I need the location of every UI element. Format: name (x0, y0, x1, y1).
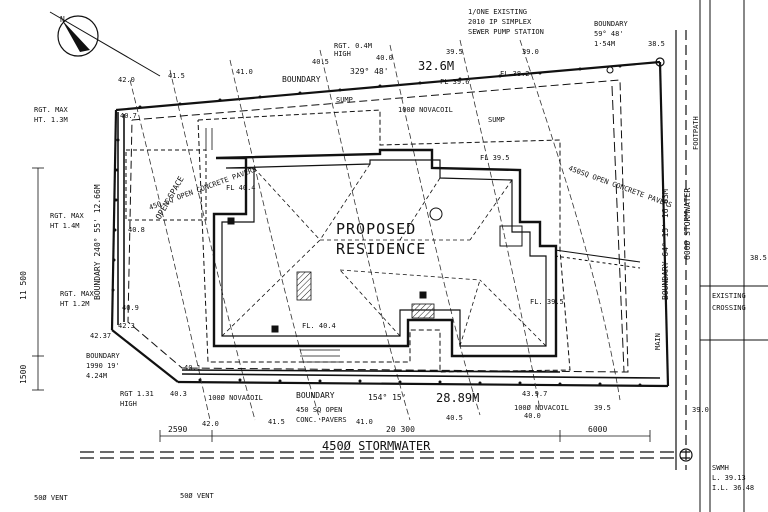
title: PROPOSED RESIDENCE (336, 220, 426, 258)
rl-415: 41.5 (168, 72, 185, 80)
rl-385: 38.5 (648, 40, 665, 48)
contour-lines (129, 39, 621, 421)
rgt-top-label-2: HIGH (334, 50, 351, 58)
boundary-sw-2: 1990 19' (86, 362, 120, 370)
vent-left: 50Ø VENT (34, 494, 69, 502)
rl-405: 40.5 (312, 58, 329, 66)
swmh-3: I.L. 36.48 (712, 484, 754, 492)
rgt-max-3a: RGT. MAX (60, 290, 95, 298)
rl-400b: 40.0 (524, 412, 541, 420)
rgt-max-1a: RGT. MAX (34, 106, 69, 114)
footpath: FOOTPATH (692, 116, 700, 150)
title-line-2: RESIDENCE (336, 240, 426, 258)
rgt-max-2b: HT 1.4M (50, 222, 80, 230)
rl-401: 40.1 (184, 364, 201, 372)
novacoil-bottom-right: 100Ø NOVACOIL (514, 404, 569, 412)
boundary-sw-3: 4.24M (86, 372, 107, 380)
driveway (125, 85, 641, 373)
novacoil-bottom-left: 100Ø NOVACOIL (208, 394, 263, 402)
rl-390b: 39.0 (692, 406, 709, 414)
stormwater-bottom: 450Ø STORMWATER (322, 439, 431, 453)
pump-station-label-3: SEWER PUMP STATION (468, 28, 544, 36)
fl-395: FL 39.5 (480, 154, 510, 162)
existing-crossing-1: EXISTING (712, 292, 746, 300)
rl-397: 43.9.7 (522, 390, 547, 398)
fl-395b: FL. 39.5 (530, 298, 564, 306)
fl-382: FL 38.2 (500, 70, 530, 78)
dim-11500: 11 500 (19, 271, 28, 300)
pavers-bottom-1: 450 SQ OPEN (296, 406, 342, 414)
dim-1500: 1500 (19, 365, 28, 384)
rgt-max-3b: HT 1.2M (60, 300, 90, 308)
rl-407: 40.7 (120, 112, 137, 120)
existing-crossing-2: CROSSING (712, 304, 746, 312)
rl-420: 42.0 (118, 76, 135, 84)
vent-mid: 50Ø VENT (180, 492, 215, 500)
pump-station-label-2: 2010 IP SIMPLEX (468, 18, 532, 26)
rgt-top-label-1: RGT. 0.4M (334, 42, 372, 50)
rgt-max-2a: RGT. MAX (50, 212, 85, 220)
boundary-top-bearing: 329° 48' (350, 67, 389, 76)
boundary-ne-length: 1·54M (594, 40, 615, 48)
sump-1: SUMP (336, 96, 353, 104)
stormwater-right: 600Ø STORMWATER (682, 188, 692, 260)
rl-410: 41.0 (236, 68, 253, 76)
rgt-131-1: RGT 1.31 (120, 390, 154, 398)
boundary-left-label: BOUNDARY 240° 55' 12.66M (93, 184, 102, 300)
rl-410b: 41.0 (356, 418, 373, 426)
rl-409: 40.9 (122, 304, 139, 312)
sump-2: SUMP (488, 116, 505, 124)
pavers-bottom-2: CONC. PAVERS (296, 416, 347, 424)
north-point: N (49, 11, 161, 77)
fl-396: FL 39.6 (440, 78, 470, 86)
boundary-top-length: 32.6M (418, 59, 454, 73)
swmh-2: L. 39.13 (712, 474, 746, 482)
rgt-max-1b: HT. 1.3M (34, 116, 68, 124)
dimension-lines (32, 167, 651, 442)
boundary-sw-1: BOUNDARY (86, 352, 121, 360)
dim-6000: 6000 (588, 425, 607, 434)
pavers-right: 450SQ OPEN CONCRETE PAVERS (567, 164, 673, 209)
rl-415b: 41.5 (268, 418, 285, 426)
rl-395b: 39.5 (594, 404, 611, 412)
boundary-ne-label: BOUNDARY (594, 20, 629, 28)
novacoil-top: 100Ø NOVACOIL (398, 106, 453, 114)
rl-385r: 38.5 (750, 254, 767, 262)
swmh-1: SWMH (712, 464, 729, 472)
rl-405b: 40.5 (446, 414, 463, 422)
rl-390: 39.0 (522, 48, 539, 56)
rl-408: 40.8 (128, 226, 145, 234)
fl-404b: FL. 40.4 (302, 322, 336, 330)
boundary-bottom-length: 28.89M (436, 391, 479, 405)
rl-4237: 42.37 (90, 332, 111, 340)
title-line-1: PROPOSED (336, 220, 416, 238)
dim-20300: 20 300 (386, 425, 415, 434)
rl-403: 40.3 (170, 390, 187, 398)
rl-395: 39.5 (446, 48, 463, 56)
boundary-bottom-word: BOUNDARY (296, 391, 335, 400)
boundary-bottom-bearing: 154° 15' (368, 393, 407, 402)
retaining-walls (117, 112, 661, 379)
boundary-ne-bearing: 59° 48' (594, 30, 624, 38)
north-label: N (60, 15, 65, 24)
rgt-131-2: HIGH (120, 400, 137, 408)
main-right: MAIN (654, 333, 662, 350)
setback-line (127, 79, 629, 373)
rl-400: 40.0 (376, 54, 393, 62)
boundary-right: BOUNDARY 64° 15' 16.63M (661, 189, 670, 300)
dim-2590: 2590 (168, 425, 187, 434)
boundary-top-word: BOUNDARY (282, 75, 321, 84)
site-boundary (110, 60, 670, 388)
rl-420b: 42.0 (202, 420, 219, 428)
rl-423: 42.3 (118, 322, 135, 330)
street-services (80, 0, 768, 512)
pump-station-label-1: 1/ONE EXISTING (468, 8, 527, 16)
fl-404: FL 40.4 (226, 184, 256, 192)
